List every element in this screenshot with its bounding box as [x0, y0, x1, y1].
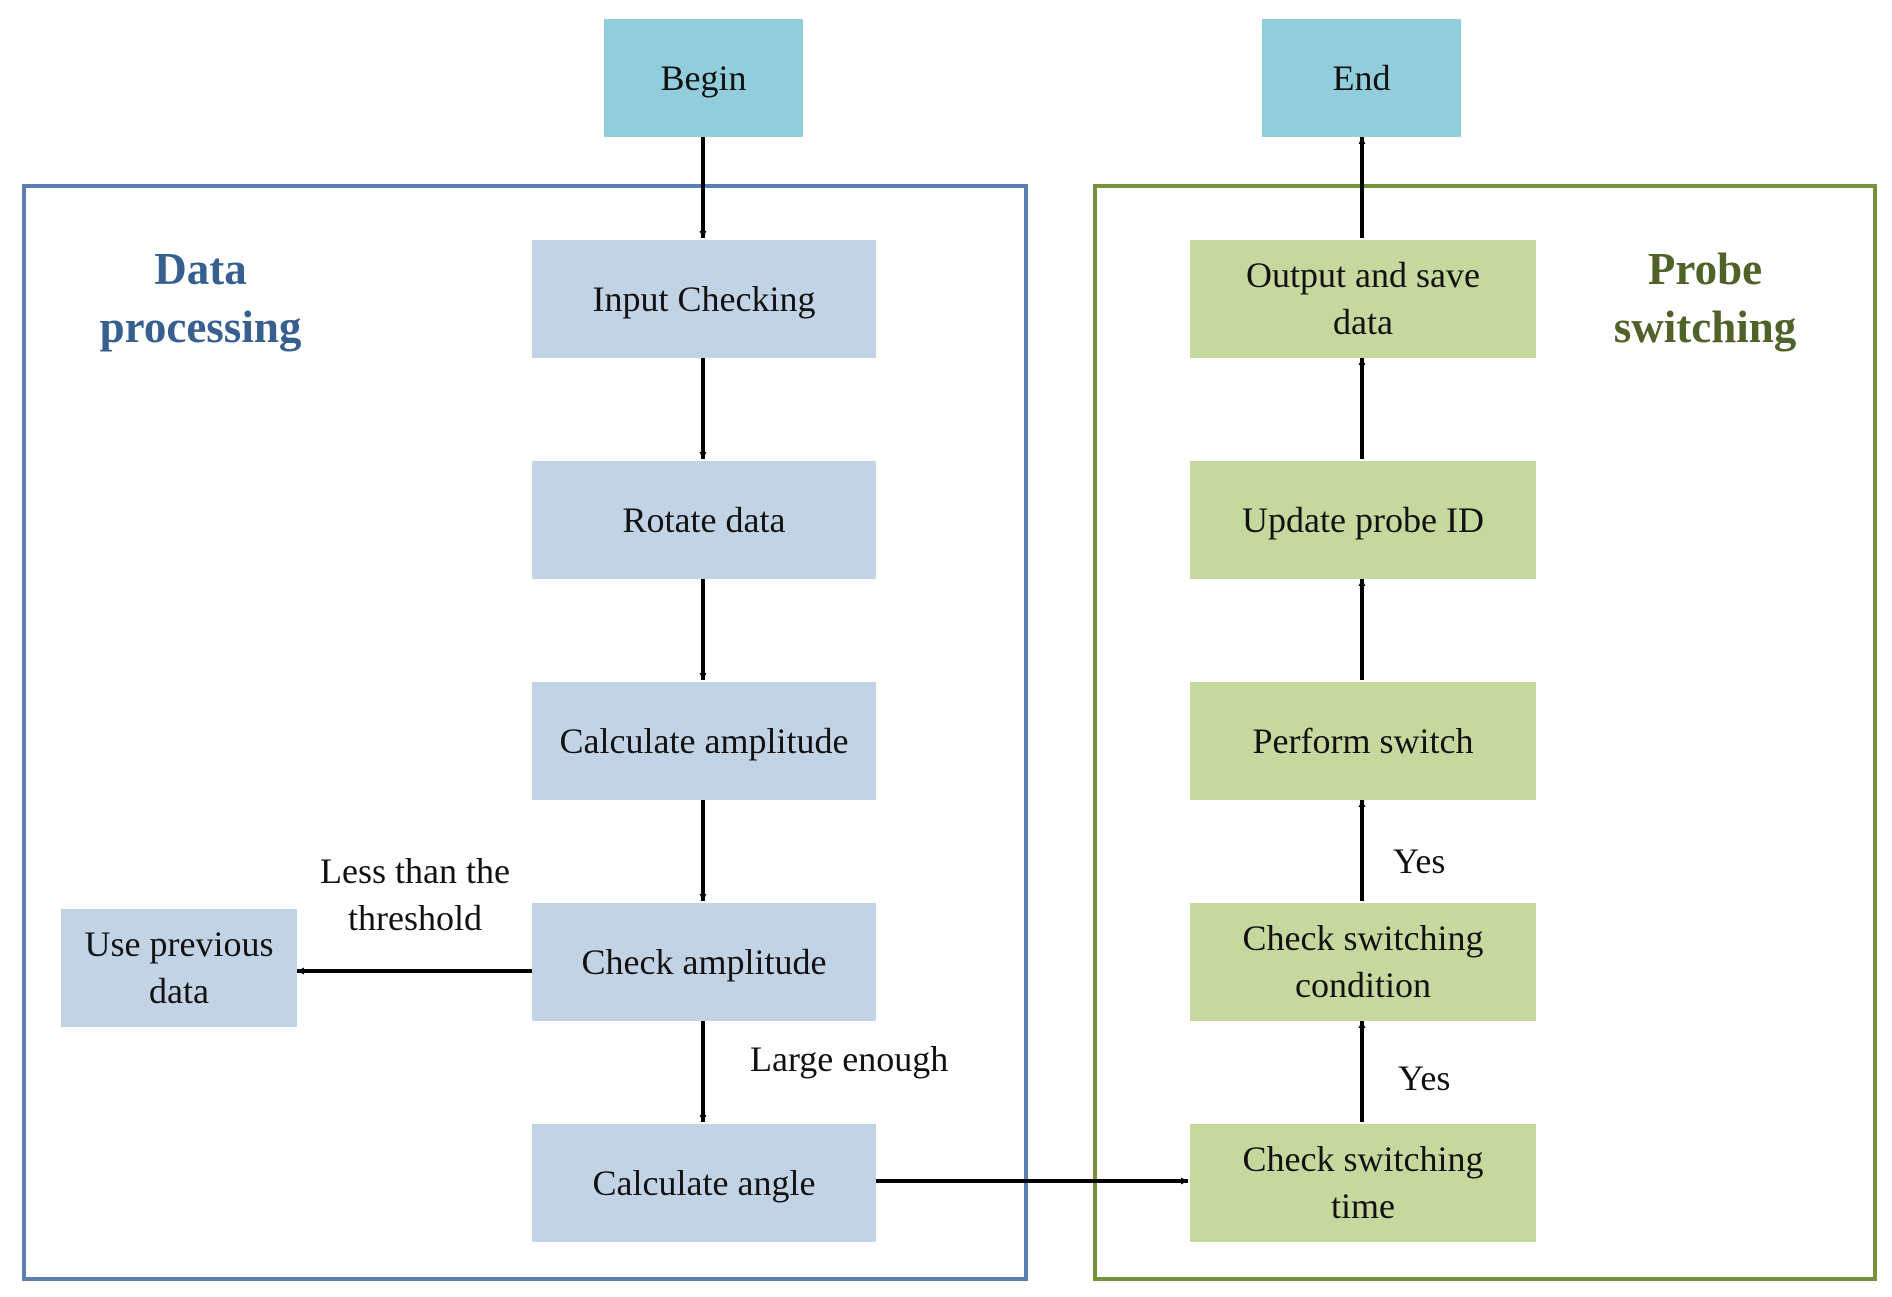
less-than-threshold-label: Less than the threshold	[300, 848, 530, 942]
begin-label: Begin	[660, 57, 747, 98]
less-than-threshold-line-1: Less than the	[320, 851, 510, 891]
rotate-data-node: Rotate data	[532, 461, 876, 579]
check-switching-condition-node: Check switching condition	[1190, 903, 1536, 1021]
probe-switching-group	[1093, 184, 1877, 1281]
end-node: End	[1262, 19, 1461, 137]
check-switching-time-node: Check switching time	[1190, 1124, 1536, 1242]
yes-condition-label: Yes	[1393, 841, 1446, 881]
probe-switching-title-line-2: switching	[1613, 302, 1797, 352]
probe-switching-title: Probe switching	[1570, 240, 1840, 356]
data-processing-title: Data processing	[68, 240, 333, 356]
check-amplitude-node: Check amplitude	[532, 903, 876, 1021]
input-checking-label: Input Checking	[592, 278, 816, 319]
output-and-save-data-label-line-2: data	[1333, 302, 1393, 342]
update-probe-id-label: Update probe ID	[1242, 499, 1484, 540]
yes-time-label: Yes	[1398, 1058, 1451, 1098]
use-previous-data-label-line-2: data	[149, 971, 209, 1011]
perform-switch-node: Perform switch	[1190, 682, 1536, 800]
check-amplitude-label: Check amplitude	[581, 941, 827, 982]
check-switching-condition-label-line-1: Check switching	[1242, 918, 1484, 958]
data-processing-group	[22, 184, 1028, 1281]
data-processing-title-line-1: Data	[154, 244, 247, 294]
large-enough-label: Large enough	[750, 1039, 949, 1079]
check-switching-time-label-line-2: time	[1331, 1186, 1395, 1226]
end-label: End	[1332, 57, 1391, 98]
perform-switch-label: Perform switch	[1252, 720, 1474, 761]
calculate-amplitude-node: Calculate amplitude	[532, 682, 876, 800]
update-probe-id-node: Update probe ID	[1190, 461, 1536, 579]
use-previous-data-label-line-1: Use previous	[84, 924, 274, 964]
output-and-save-data-node: Output and save data	[1190, 240, 1536, 358]
calculate-angle-node: Calculate angle	[532, 1124, 876, 1242]
rotate-data-label: Rotate data	[622, 499, 786, 540]
check-switching-condition-label-line-2: condition	[1295, 965, 1431, 1005]
output-and-save-data-label-line-1: Output and save	[1246, 255, 1480, 295]
calculate-angle-label: Calculate angle	[592, 1162, 816, 1203]
less-than-threshold-line-2: threshold	[348, 898, 482, 938]
check-switching-time-label-line-1: Check switching	[1242, 1139, 1484, 1179]
begin-node: Begin	[604, 19, 803, 137]
probe-switching-title-line-1: Probe	[1647, 244, 1763, 294]
calculate-amplitude-label: Calculate amplitude	[559, 720, 849, 761]
data-processing-title-line-2: processing	[99, 302, 302, 352]
use-previous-data-node: Use previous data	[61, 909, 297, 1027]
input-checking-node: Input Checking	[532, 240, 876, 358]
